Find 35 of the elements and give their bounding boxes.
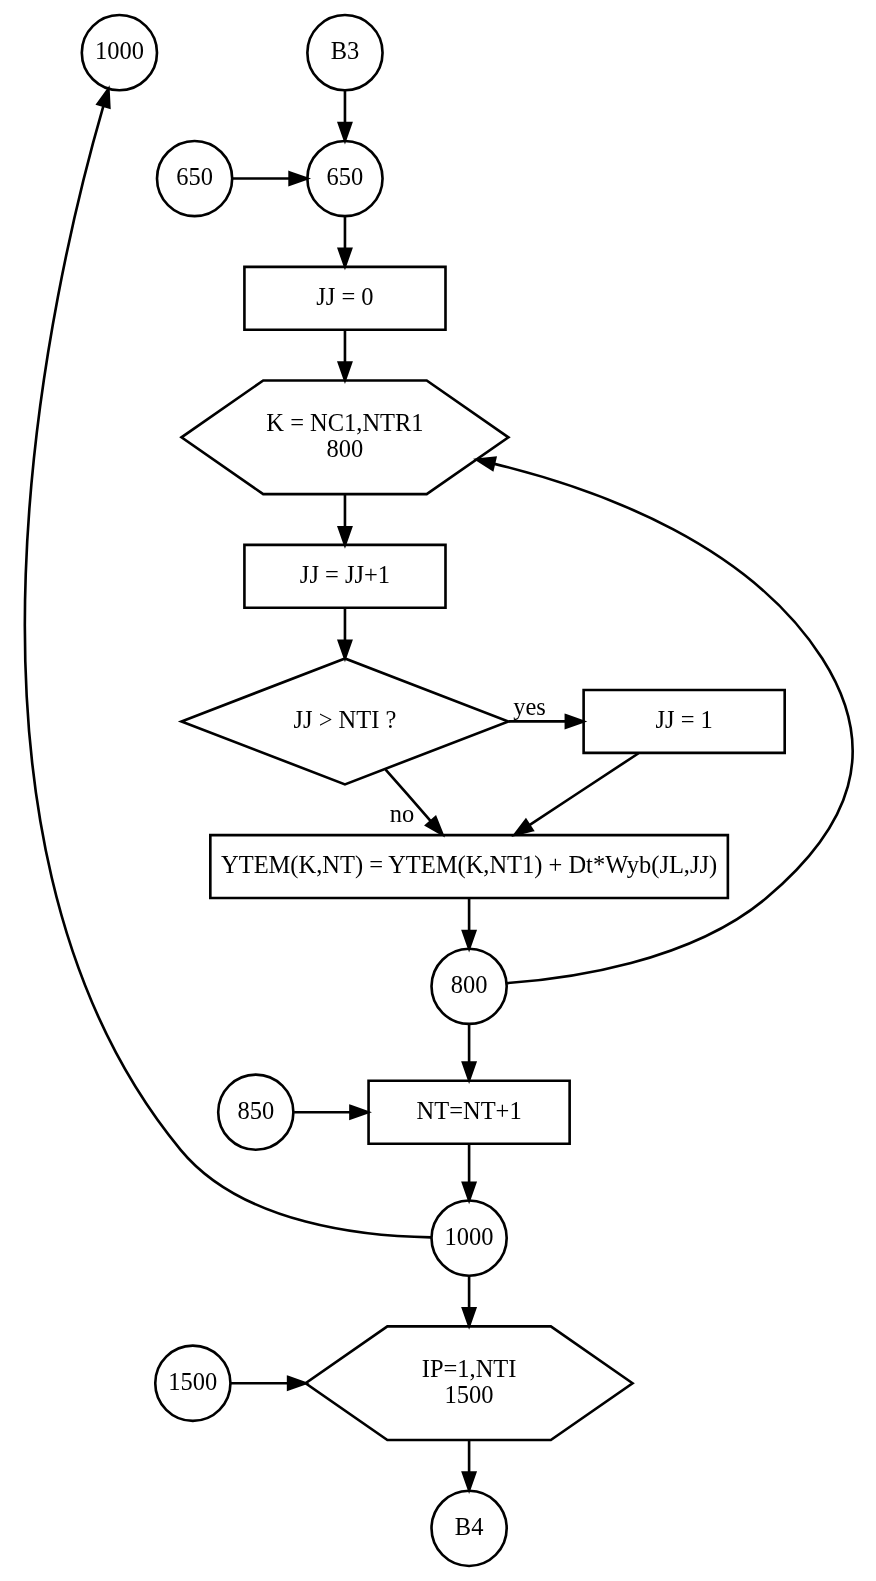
arrow	[336, 608, 353, 663]
edge-label: no	[389, 799, 414, 827]
arrow	[460, 1144, 477, 1205]
arrow	[23, 85, 431, 1239]
node-box: JJ = 1	[581, 688, 786, 755]
arrow	[230, 1375, 310, 1392]
node-circle: 850	[216, 1073, 295, 1152]
arrow	[460, 1024, 477, 1084]
node-box: NT=NT+1	[366, 1079, 571, 1145]
arrow	[336, 90, 353, 145]
node-circle: 650	[155, 139, 233, 218]
arrow	[508, 713, 587, 730]
node-box: JJ = JJ+1	[242, 543, 447, 610]
arrow	[460, 1440, 477, 1495]
arrow	[231, 170, 311, 187]
node-circle: 650	[305, 139, 384, 218]
arrow	[460, 1276, 477, 1330]
node-circle: 1500	[153, 1344, 232, 1423]
node-circle: B3	[305, 13, 384, 92]
arrow	[510, 752, 639, 837]
node-circle: 800	[429, 947, 508, 1026]
edge-label: yes	[512, 692, 546, 720]
arrow	[293, 1104, 372, 1121]
node-box: YTEM(K,NT) = YTEM(K,NT1) + Dt*Wyb(JL,JJ)	[208, 833, 729, 900]
node-diamond: JJ > NTI ?	[177, 657, 512, 786]
arrow	[472, 456, 854, 985]
node-circle: B4	[429, 1489, 508, 1568]
arrow	[460, 898, 477, 953]
arrow	[336, 494, 353, 549]
arrow	[384, 768, 445, 838]
arrow	[336, 330, 353, 384]
arrow	[336, 216, 353, 271]
node-circle: 1000	[429, 1199, 508, 1277]
node-box: JJ = 0	[242, 265, 447, 332]
node-circle: 1000	[80, 13, 158, 92]
